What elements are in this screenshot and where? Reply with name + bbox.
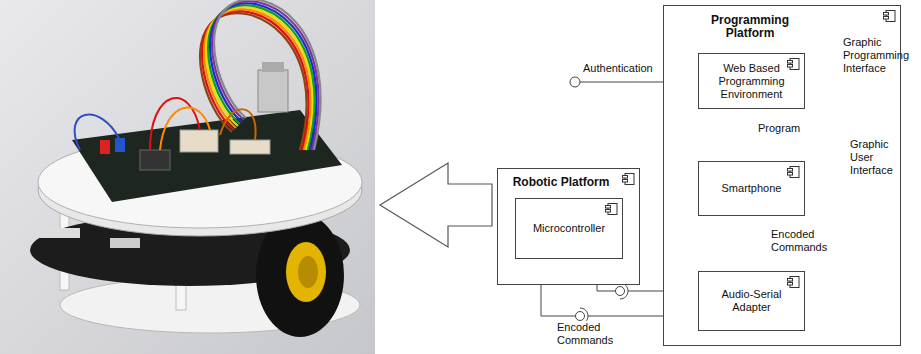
box-content: Web Based Programming Environment <box>699 54 804 108</box>
component-icon <box>605 203 618 215</box>
edge-label: Encoded Commands <box>556 321 620 347</box>
component-box: Microcontroller <box>515 198 623 259</box>
interface-label: Graphic User Interface <box>850 138 900 177</box>
component-icon <box>787 166 800 178</box>
interface-label: Graphic Programming Interface <box>843 36 915 75</box>
component-icon <box>787 58 800 70</box>
component-name: Smartphone <box>722 182 782 195</box>
container-title: Programming Platform <box>694 14 806 40</box>
component-box: Smartphone <box>698 161 805 216</box>
component-name: Web Based Programming Environment <box>714 62 789 101</box>
component-name: Microcontroller <box>533 222 605 235</box>
component-icon <box>622 173 635 185</box>
component-icon <box>883 10 896 22</box>
component-container: Robotic PlatformMicrocontroller <box>497 168 640 285</box>
container-title: Robotic Platform <box>506 176 616 189</box>
component-box: Web Based Programming Environment <box>698 53 805 109</box>
component-icon <box>787 276 800 288</box>
component-box: Audio-Serial Adapter <box>698 271 805 331</box>
edge-label: Encoded Commands <box>770 228 834 254</box>
component-name: Audio-Serial Adapter <box>714 288 789 314</box>
edge-label: Program <box>757 122 809 135</box>
interface-label: Authentication <box>583 62 663 75</box>
